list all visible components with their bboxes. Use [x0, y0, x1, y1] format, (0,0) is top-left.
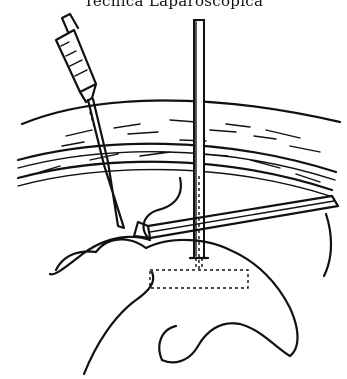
abdominal-wall	[18, 100, 340, 196]
syringe	[56, 14, 96, 102]
suture-thread	[50, 178, 181, 274]
grasper-instrument	[134, 196, 338, 238]
